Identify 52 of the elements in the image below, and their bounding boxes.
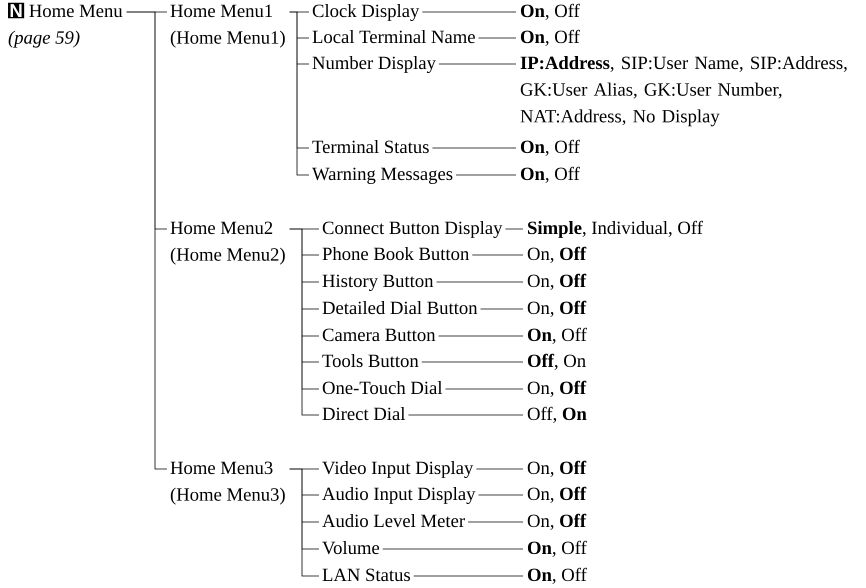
- setting-values: On, Off: [528, 246, 586, 263]
- tree-connector: [289, 12, 310, 176]
- submenu-heading: Home Menu2 (Home Menu2): [170, 222, 285, 265]
- setting-values: On, Off: [528, 460, 586, 477]
- connector-line: [456, 174, 516, 176]
- setting-values: Off, On: [528, 354, 586, 370]
- submenu-heading: Home Menu3 (Home Menu3): [170, 462, 285, 505]
- connector-line: [472, 254, 524, 256]
- connector-line: [408, 414, 524, 416]
- connector-line: [476, 468, 524, 470]
- setting-values: On, Off: [520, 4, 580, 20]
- menu-item: LAN Status: [322, 568, 410, 582]
- setting-values: On, Off: [520, 140, 580, 156]
- setting-values: On, Off: [528, 540, 587, 557]
- connector-line: [382, 548, 524, 550]
- menu-item: Connect Button Display: [322, 221, 502, 238]
- setting-values: On, Off: [528, 300, 586, 317]
- setting-values: On, Off: [528, 514, 586, 530]
- menu-item: Camera Button: [322, 328, 436, 342]
- menu-item: Volume: [322, 541, 380, 554]
- connector-line: [480, 308, 524, 310]
- submenu-heading: Home Menu1 (Home Menu1): [170, 4, 285, 48]
- menu-item: Warning Messages: [312, 168, 452, 184]
- menu-item: One-Touch Dial: [322, 381, 442, 394]
- setting-values: On, Off: [528, 274, 586, 290]
- setting-values: IP:Address, SIP:User Name, SIP:Address, GK:User Alias, GK:User Number, NAT:Address, No Display: [520, 56, 847, 126]
- menu-item: Number Display: [312, 56, 436, 73]
- setting-values: On, Off: [528, 328, 587, 344]
- setting-values: On, Off: [520, 166, 580, 183]
- menu-item: Direct Dial: [322, 407, 406, 420]
- connector-line: [505, 228, 524, 230]
- menu-item: Clock Display: [312, 4, 420, 21]
- tree-connector: [289, 468, 320, 576]
- menu-item: Audio Input Display: [322, 487, 476, 504]
- setting-values: On, Off: [528, 486, 586, 503]
- connector-line: [478, 494, 524, 496]
- setting-values: On, Off: [528, 380, 586, 397]
- menu-item: Tools Button: [322, 354, 418, 368]
- setting-values: On, Off: [528, 568, 587, 584]
- setting-values: Simple, Individual, Off: [528, 220, 703, 238]
- setting-values: Off, On: [528, 406, 587, 423]
- tree-connector: [126, 12, 168, 470]
- menu-item: Phone Book Button: [322, 247, 469, 260]
- menu-item: Detailed Dial Button: [322, 301, 478, 314]
- menu-title: N Home Menu (page 59): [8, 2, 122, 48]
- menu-item: Audio Level Meter: [322, 514, 465, 528]
- menu-item: Local Terminal Name: [312, 30, 475, 44]
- menu-item: History Button: [322, 274, 434, 291]
- menu-item: Terminal Status: [312, 140, 429, 154]
- setting-values: On, Off: [520, 30, 580, 46]
- connector-line: [445, 388, 524, 390]
- menu-item: Video Input Display: [322, 461, 474, 478]
